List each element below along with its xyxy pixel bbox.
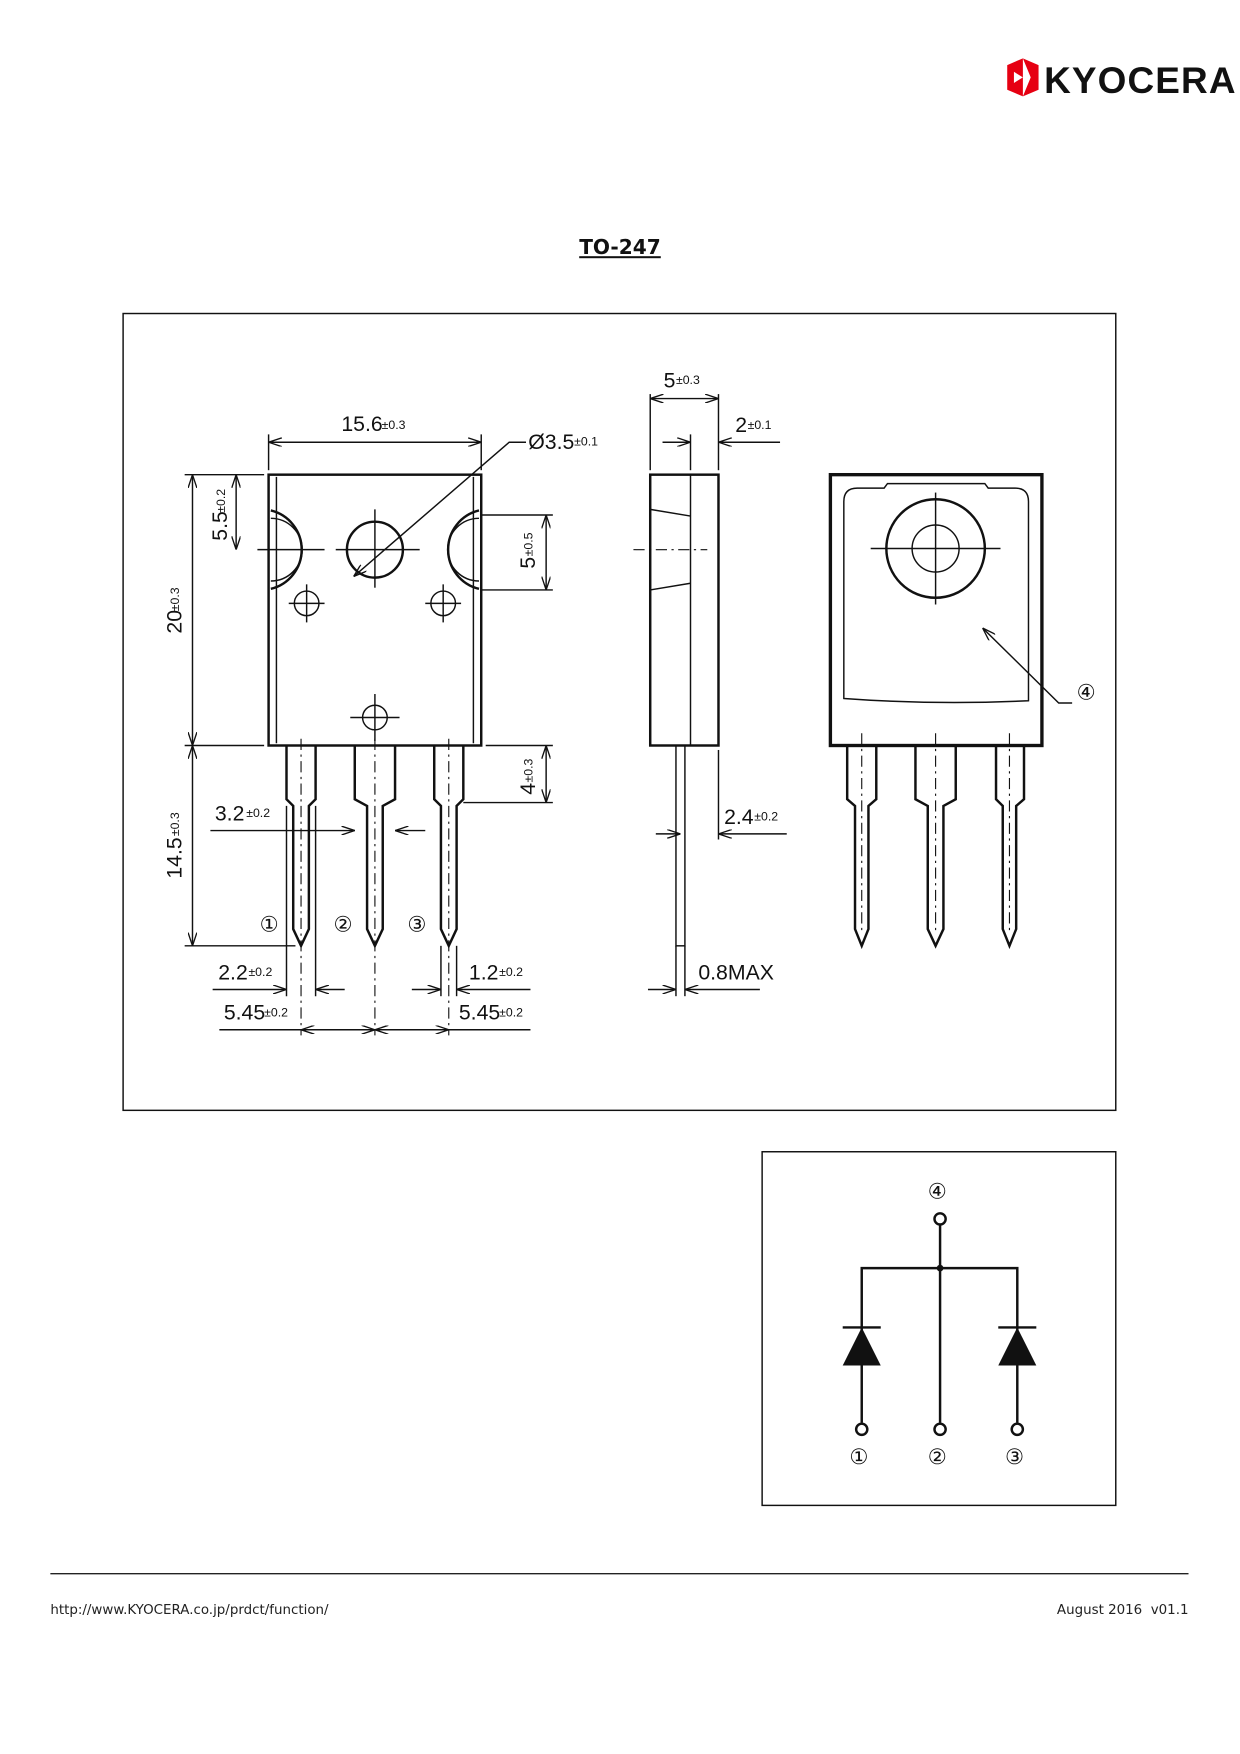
pin-2-label: ② bbox=[334, 912, 353, 937]
dim-lead-thickness-value: 0.8MAX bbox=[698, 960, 774, 984]
dim-body-height-tol: ±0.3 bbox=[168, 587, 182, 611]
kyocera-logo-mark-icon bbox=[1007, 58, 1039, 97]
side-view: 5 ±0.3 2 ±0.1 2.4 ±0.2 0.8MAX bbox=[633, 368, 787, 997]
dim-lead-mid-value: 2.2 bbox=[218, 960, 248, 984]
drawing-frame bbox=[122, 312, 1117, 1112]
dim-tab-value: 2 bbox=[735, 413, 747, 437]
dim-pitch-left-tol: ±0.2 bbox=[264, 1005, 288, 1019]
dim-lead-wide-value: 3.2 bbox=[215, 801, 245, 825]
dim-hole-offset-tol: ±0.2 bbox=[214, 489, 228, 513]
diode-2-icon bbox=[998, 1326, 1037, 1366]
schematic-pin-3-label: ③ bbox=[1005, 1445, 1024, 1470]
dim-body-height-value: 20 bbox=[162, 610, 186, 634]
dim-shoulder-value: 4 bbox=[516, 783, 540, 795]
dim-lead-offset-tol: ±0.2 bbox=[754, 809, 778, 823]
dim-pitch-right-tol: ±0.2 bbox=[499, 1005, 523, 1019]
pin-4-label: ④ bbox=[1077, 681, 1096, 706]
dim-thickness-value: 5 bbox=[664, 368, 676, 392]
dim-notch-tol: ±0.5 bbox=[522, 532, 536, 556]
dim-pitch-right-value: 5.45 bbox=[459, 1001, 500, 1025]
dim-lead-narrow-tol: ±0.2 bbox=[499, 965, 523, 979]
dim-width-tol: ±0.3 bbox=[382, 418, 406, 432]
dim-lead-offset-value: 2.4 bbox=[724, 805, 754, 829]
kyocera-logo: KYOCERA bbox=[1007, 58, 1236, 101]
circuit-schematic: ④ ① ② ③ bbox=[761, 1151, 1117, 1507]
dim-shoulder-tol: ±0.3 bbox=[522, 758, 536, 782]
dim-tab-tol: ±0.1 bbox=[748, 418, 772, 432]
dim-lead-length-tol: ±0.3 bbox=[168, 812, 182, 836]
page-title: TO-247 bbox=[579, 235, 661, 259]
front-view: 15.6 ±0.3 Ø3.5 ±0.1 20±0.3 5.5±0.2 5±0.5… bbox=[162, 412, 598, 1036]
dim-lead-wide-tol: ±0.2 bbox=[246, 806, 270, 820]
dim-width-value: 15.6 bbox=[341, 412, 382, 436]
pin-3-label: ③ bbox=[407, 912, 426, 937]
footer-url: http://www.KYOCERA.co.jp/prdct/function/ bbox=[50, 1603, 329, 1618]
pin-1-label: ① bbox=[260, 912, 279, 937]
dim-hole-value: Ø3.5 bbox=[528, 430, 574, 454]
diode-1-icon bbox=[842, 1326, 881, 1366]
dim-lead-length-value: 14.5 bbox=[162, 837, 186, 878]
dim-pitch-left-value: 5.45 bbox=[224, 1001, 265, 1025]
dim-hole-tol: ±0.1 bbox=[574, 435, 598, 449]
schematic-pin-4-label: ④ bbox=[928, 1180, 947, 1205]
dim-hole-offset-value: 5.5 bbox=[208, 511, 232, 541]
logo-text: KYOCERA bbox=[1044, 60, 1236, 101]
schematic-pin-2-label: ② bbox=[928, 1445, 947, 1470]
footer-date-version: August 2016 v01.1 bbox=[1057, 1603, 1189, 1618]
back-view: ④ bbox=[828, 472, 1096, 950]
dim-lead-mid-tol: ±0.2 bbox=[248, 965, 272, 979]
schematic-pin-1-label: ① bbox=[849, 1445, 868, 1470]
dim-notch-value: 5 bbox=[516, 557, 540, 569]
dim-thickness-tol: ±0.3 bbox=[676, 373, 700, 387]
dim-lead-narrow-value: 1.2 bbox=[469, 960, 499, 984]
